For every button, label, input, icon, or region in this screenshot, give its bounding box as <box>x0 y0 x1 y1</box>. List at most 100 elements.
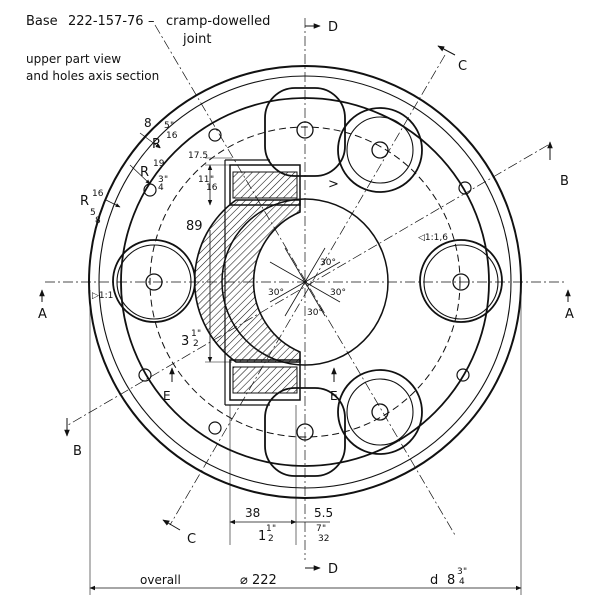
dim-17-5: 17.5 <box>188 151 208 161</box>
dim-11-16-num: 11 <box>198 175 209 185</box>
r2-num: 3 <box>158 175 164 185</box>
dim-diameter: ⌀ 222 <box>240 573 277 588</box>
dim-89: 89 <box>186 219 203 234</box>
dim-7-den: 32 <box>318 534 329 544</box>
dowel-upper-hatch <box>232 171 298 199</box>
r3-radius: 16 <box>92 189 104 199</box>
dim-38: 38 <box>245 506 260 520</box>
dim-1-den: 2 <box>268 534 274 544</box>
clamp-crescent <box>193 199 301 363</box>
boss-left <box>112 239 196 323</box>
section-arrows <box>39 23 571 571</box>
dim-8-den: 4 <box>459 577 465 587</box>
boss-lower-right <box>337 369 423 455</box>
ray <box>304 247 326 283</box>
small-hole <box>456 368 470 382</box>
small-hole <box>208 421 222 435</box>
dowel-lower-hatch <box>232 366 298 394</box>
small-hole <box>458 181 472 195</box>
leader-r1 <box>139 132 161 149</box>
section-b-left: B <box>73 444 82 459</box>
section-a-left: A <box>38 307 47 322</box>
arrow-mark: > <box>328 177 339 192</box>
radius-labels: 8 R 5 " 16 R 19 3 " 4 R 16 5 8 <box>80 116 178 226</box>
inner-rim-circle <box>98 75 512 489</box>
boss-right-counterbore <box>423 244 499 320</box>
r3-den: 8 <box>95 216 101 226</box>
section-e-left: E <box>163 389 171 403</box>
r1-sup: " <box>170 121 174 131</box>
dim-3-whole: 3 <box>181 334 189 349</box>
dim-3-sup: " <box>197 329 201 339</box>
leader-r3 <box>105 199 121 208</box>
boss-bottom <box>264 387 346 477</box>
title-view-line1: upper part view <box>26 52 121 66</box>
dim-8-whole: 8 <box>447 573 455 588</box>
boss-upper-right-counterbore <box>346 116 414 184</box>
dim-1-num: 1 <box>266 524 272 534</box>
angle-right: 30° <box>330 288 346 298</box>
small-hole <box>208 128 222 142</box>
ray <box>304 261 341 283</box>
ray <box>284 247 306 283</box>
r2-den: 4 <box>158 183 164 193</box>
ray <box>304 281 326 317</box>
arrow-c-bottom <box>162 519 181 531</box>
boss-left-counterbore <box>116 244 192 320</box>
ray <box>269 261 306 283</box>
boss-right <box>419 239 503 323</box>
base-body <box>88 65 522 499</box>
r2-sup: " <box>164 175 168 185</box>
clamp-section <box>193 159 301 406</box>
title-base-label: Base <box>26 14 58 29</box>
title-code: 222-157-76 <box>68 14 144 29</box>
arrow-c-top <box>437 45 456 56</box>
small-holes <box>138 128 472 435</box>
dim-8-num: 3 <box>457 567 463 577</box>
section-d-bottom: D <box>328 562 338 577</box>
centerline-diag-1 <box>154 24 456 536</box>
dim-3-den: 2 <box>193 339 199 349</box>
dim-1-sup: " <box>272 524 276 534</box>
title-view-line2: and holes axis section <box>26 69 159 83</box>
r2-radius: 19 <box>153 159 165 169</box>
ray <box>304 281 341 303</box>
r1-num: 5 <box>164 121 170 131</box>
ray <box>284 281 306 317</box>
r1-den: 16 <box>166 131 178 141</box>
title-name-line2: joint <box>182 32 212 47</box>
r3-prefix: R <box>80 194 89 209</box>
dim-5-5: 5.5 <box>314 506 333 520</box>
angle-bottom: 30° <box>307 308 323 318</box>
outer-rim-circle <box>88 65 522 499</box>
section-c-bottom: C <box>187 532 196 547</box>
r2-prefix: R <box>140 165 149 180</box>
title-block: Base 222-157-76 – cramp-dowelled joint u… <box>26 14 270 83</box>
dimension-lines <box>89 132 522 595</box>
lug-bosses <box>112 87 503 477</box>
angle-labels: 30° 30° 30° 30° <box>268 258 346 318</box>
bolt-pitch-circle <box>149 126 461 438</box>
taper-left: ▷1:1 <box>92 291 113 301</box>
ray <box>269 281 306 303</box>
dim-7-sup: " <box>322 524 326 534</box>
section-b-right: B <box>560 174 569 189</box>
dim-11-16-den: 16 <box>206 183 218 193</box>
center-angle-rays <box>269 247 341 317</box>
centerline-c-c <box>169 54 446 526</box>
leader-r2 <box>129 164 151 185</box>
boss-bottom-hole <box>296 423 314 441</box>
small-hole <box>138 368 152 382</box>
dim-7-num: 7 <box>316 524 322 534</box>
r1-radius: 8 <box>144 116 152 130</box>
dim-8-sup: " <box>463 567 467 577</box>
r1-prefix: R <box>152 137 161 152</box>
dim-overall: overall <box>140 573 181 587</box>
boss-lower-right-hole <box>371 403 389 421</box>
section-e-right: E <box>330 389 338 403</box>
section-a-right: A <box>565 307 574 322</box>
dim-11-16-sup: " <box>210 175 214 185</box>
taper-labels: ◁1:1,6 ▷1:1 > <box>92 177 448 301</box>
boss-top <box>264 87 346 177</box>
section-c-top: C <box>458 59 467 74</box>
